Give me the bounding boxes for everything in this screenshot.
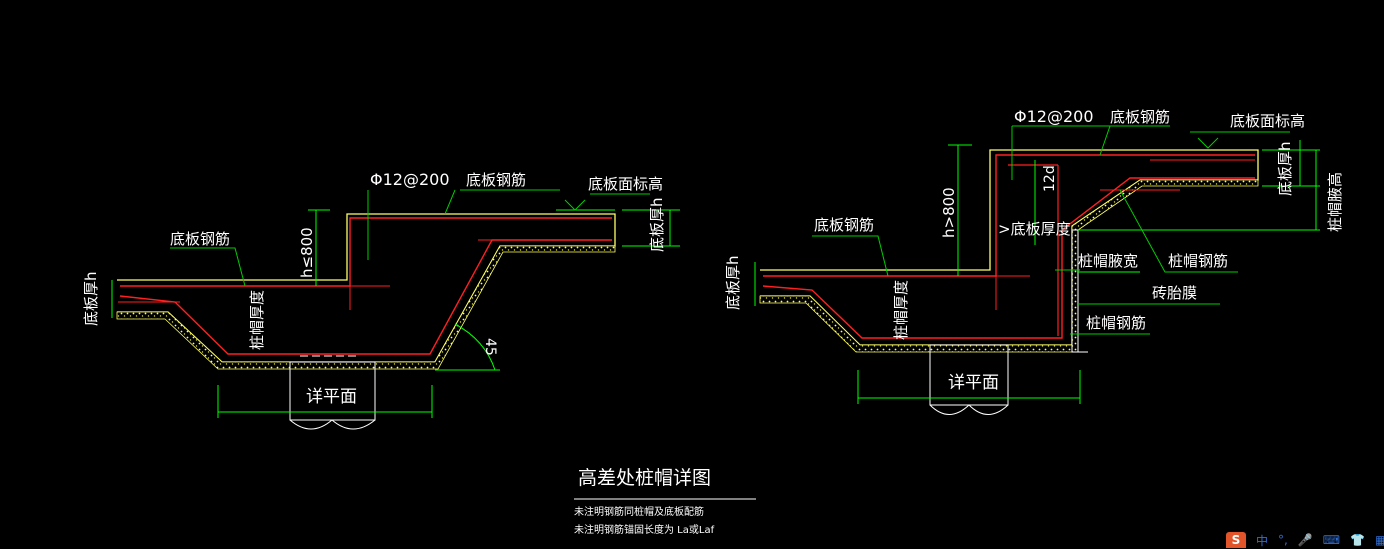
ime-toolbar[interactable]: S 中 °, 🎤 ⌨ 👕 ▦ (1226, 532, 1384, 548)
right-labels: Φ12@200 底板钢筋 底板面标高 底板钢筋 详平面 h>800 12d >底… (724, 107, 1344, 393)
note-line-2: 未注明钢筋锚固长度为 La或Laf (574, 523, 715, 536)
left-angle: 45 (482, 338, 498, 356)
left-slab-thickness-left: 底板厚h (82, 271, 100, 326)
right-brick-formwork-label: 砖胎膜 (1152, 284, 1197, 302)
left-height-limit: h≤800 (298, 227, 316, 278)
right-detail (754, 125, 1320, 415)
right-top-rebar (763, 154, 1255, 277)
mic-icon[interactable]: 🎤 (1297, 533, 1313, 547)
right-bottom-rebar (762, 177, 1255, 339)
left-rebar-spec: Φ12@200 (370, 170, 450, 189)
left-detail-plan: 详平面 (306, 387, 357, 407)
note-line-1: 未注明钢筋同桩帽及底板配筋 (574, 505, 704, 518)
right-slab-thickness-right: 底板厚h (1276, 141, 1294, 196)
left-slab-rebar-top: 底板钢筋 (466, 171, 526, 189)
right-concrete-outline (760, 149, 1259, 346)
right-pile-cap-haunch-height: 桩帽腋高 (1326, 172, 1344, 232)
right-pile-cap-rebar-2: 桩帽钢筋 (1086, 314, 1146, 332)
right-over-thickness: >底板厚度 (998, 220, 1071, 238)
title-block: 高差处桩帽详图 未注明钢筋同桩帽及底板配筋 未注明钢筋锚固长度为 La或Laf (574, 467, 756, 536)
left-bedding-hatch (116, 245, 616, 370)
left-slab-rebar-left: 底板钢筋 (170, 230, 230, 248)
right-pile-cap-rebar-1: 桩帽钢筋 (1168, 252, 1228, 270)
right-height-limit: h>800 (940, 187, 958, 238)
right-haunch-width: 桩帽腋宽 (1078, 252, 1138, 270)
left-slab-thickness-right: 底板厚h (648, 197, 666, 252)
right-slab-rebar-left: 底板钢筋 (814, 216, 874, 234)
drawing-title: 高差处桩帽详图 (578, 467, 711, 489)
ime-lang-toggle[interactable]: 中 (1256, 533, 1269, 548)
keyboard-icon[interactable]: ⌨ (1322, 533, 1341, 547)
left-detail (111, 189, 680, 430)
ime-punct-toggle[interactable]: °, (1278, 533, 1288, 547)
left-top-rebar (120, 217, 612, 287)
left-labels: Φ12@200 底板钢筋 底板面标高 底板钢筋 详平面 h≤800 桩帽厚度 底… (82, 170, 666, 407)
right-slab-thickness-left: 底板厚h (724, 255, 742, 310)
right-slab-top-elevation: 底板面标高 (1230, 112, 1305, 130)
left-slab-top-elevation: 底板面标高 (588, 175, 663, 193)
ime-logo-icon[interactable]: S (1226, 532, 1246, 548)
right-rebar-spec: Φ12@200 (1014, 107, 1094, 126)
left-angle-arc (454, 323, 496, 371)
left-pile-cap-depth: 桩帽厚度 (248, 290, 266, 350)
right-detail-plan: 详平面 (948, 373, 999, 393)
right-anchor-length: 12d (1042, 165, 1058, 192)
grid-icon[interactable]: ▦ (1375, 533, 1384, 547)
shirt-icon[interactable]: 👕 (1350, 533, 1366, 547)
right-pile-cap-depth: 桩帽厚度 (892, 280, 910, 340)
right-slab-rebar-top: 底板钢筋 (1110, 108, 1170, 126)
